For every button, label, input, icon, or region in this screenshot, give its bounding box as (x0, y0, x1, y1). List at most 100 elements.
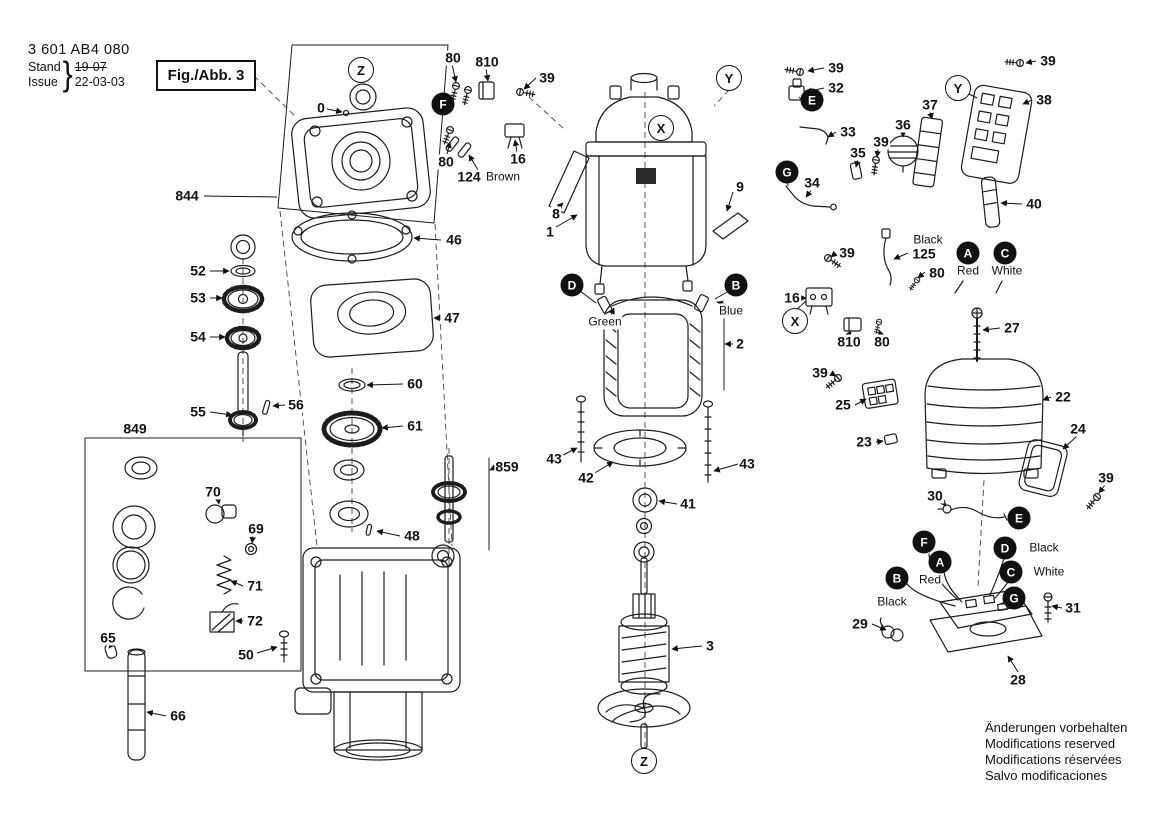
bearing-brush-assembly-849 (84, 437, 302, 761)
color-label-black: Black (876, 594, 908, 610)
part-label-849: 849 (122, 420, 148, 437)
color-label-brown: Brown (484, 169, 522, 185)
callout-x-outline: X (782, 308, 808, 334)
part-label-40: 40 (1025, 195, 1043, 212)
part-label-23: 23 (855, 433, 873, 450)
title-block: 3 601 AB4 080 Stand Issue } 19-07 22-03-… (28, 42, 130, 92)
part-label-50: 50 (237, 646, 255, 663)
part-label-66: 66 (169, 707, 187, 724)
part-label-39: 39 (872, 133, 890, 150)
callout-y-outline: Y (945, 75, 971, 101)
part-label-9: 9 (735, 178, 745, 195)
callout-b-filled: B (885, 566, 909, 590)
part-label-8: 8 (551, 205, 561, 222)
part-label-810: 810 (474, 53, 500, 70)
armature-3 (597, 557, 691, 749)
part-label-70: 70 (204, 483, 222, 500)
part-label-80: 80 (873, 333, 891, 350)
sensor-wire-30 (937, 504, 1008, 521)
right-small-parts (784, 57, 1033, 409)
part-label-43: 43 (545, 450, 563, 467)
part-label-39: 39 (811, 364, 829, 381)
callout-z-outline: Z (631, 748, 657, 774)
color-label-black: Black (1028, 540, 1060, 556)
part-label-47: 47 (443, 309, 461, 326)
part-label-48: 48 (403, 527, 421, 544)
callout-a-filled: A (956, 241, 980, 265)
part-label-124: 124 (456, 168, 482, 185)
part-label-46: 46 (445, 231, 463, 248)
part-label-71: 71 (246, 577, 264, 594)
color-label-black: Black (912, 232, 944, 248)
part-label-0: 0 (316, 99, 326, 116)
part-label-1: 1 (545, 223, 555, 240)
callout-c-filled: C (999, 560, 1023, 584)
note-line: Modifications reserved (985, 736, 1116, 751)
base-assembly-28 (879, 589, 1053, 653)
motor-cover-22 (883, 358, 1103, 512)
color-label-green: Green (587, 314, 623, 330)
issue-value: 22-03-03 (74, 75, 125, 89)
part-label-69: 69 (247, 520, 265, 537)
callout-x-outline: X (648, 115, 674, 141)
part-label-55: 55 (189, 403, 207, 420)
callout-e-filled: E (1007, 506, 1031, 530)
part-label-24: 24 (1069, 420, 1087, 437)
part-label-65: 65 (99, 629, 117, 646)
part-label-38: 38 (1035, 91, 1053, 108)
part-label-39: 39 (838, 244, 856, 261)
callout-a-filled: A (928, 550, 952, 574)
part-label-80: 80 (444, 49, 462, 66)
part-label-37: 37 (921, 96, 939, 113)
part-label-42: 42 (577, 469, 595, 486)
part-label-53: 53 (189, 289, 207, 306)
motor-housing (294, 547, 461, 761)
part-label-56: 56 (287, 396, 305, 413)
part-label-32: 32 (827, 79, 845, 96)
part-label-52: 52 (189, 262, 207, 279)
part-label-30: 30 (926, 487, 944, 504)
callout-d-filled: D (560, 273, 584, 297)
part-label-35: 35 (849, 144, 867, 161)
stand-value: 19-07 (74, 60, 107, 74)
part-label-29: 29 (851, 615, 869, 632)
part-label-39: 39 (538, 69, 556, 86)
part-label-16: 16 (783, 289, 801, 306)
callout-f-filled: F (912, 530, 936, 554)
callout-g-filled: G (1002, 586, 1026, 610)
callout-f-filled: F (431, 92, 455, 116)
color-label-red: Red (917, 572, 943, 588)
part-label-33: 33 (839, 123, 857, 140)
modification-notes: Änderungen vorbehalten Modifications res… (985, 720, 1127, 784)
part-label-2: 2 (735, 335, 745, 352)
note-line: Salvo modificaciones (985, 768, 1108, 783)
part-label-31: 31 (1064, 599, 1082, 616)
screw-43-left (575, 395, 587, 463)
callout-g-filled: G (775, 160, 799, 184)
part-label-54: 54 (189, 328, 207, 345)
callout-y-outline: Y (716, 65, 742, 91)
part-label-16: 16 (509, 150, 527, 167)
callout-c-filled: C (993, 241, 1017, 265)
part-label-34: 34 (803, 174, 821, 191)
part-label-810: 810 (836, 333, 862, 350)
screw-43-right (702, 400, 714, 483)
fastener-cluster-top (440, 81, 536, 158)
note-line: Änderungen vorbehalten (985, 720, 1128, 735)
part-label-36: 36 (894, 116, 912, 133)
issue-label: Issue (28, 75, 58, 89)
part-label-39: 39 (1097, 469, 1115, 486)
callout-d-filled: D (993, 536, 1017, 560)
color-label-red: Red (955, 263, 981, 279)
revision-row: Stand Issue } 19-07 22-03-03 (28, 57, 130, 92)
part-label-39: 39 (1039, 52, 1057, 69)
part-label-80: 80 (928, 264, 946, 281)
color-label-blue: Blue (717, 303, 745, 319)
gear-train (221, 264, 490, 568)
part-label-844: 844 (174, 187, 200, 204)
part-label-72: 72 (246, 612, 264, 629)
callout-e-filled: E (800, 88, 824, 112)
part-number: 3 601 AB4 080 (28, 42, 130, 58)
